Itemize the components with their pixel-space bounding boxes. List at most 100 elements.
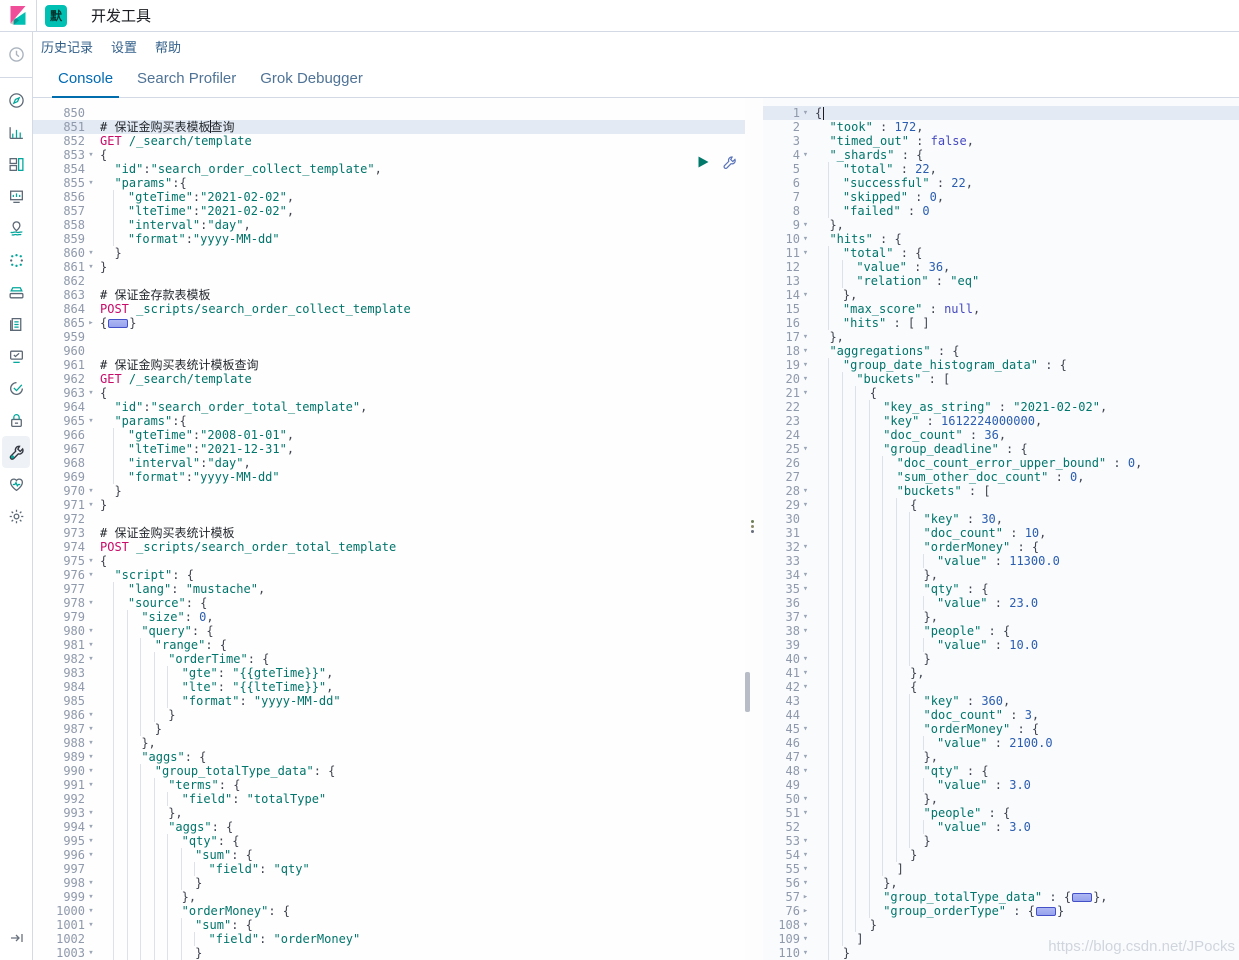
fold-toggle-icon[interactable]: ▾: [802, 360, 809, 370]
fold-toggle-icon[interactable]: ▾: [88, 948, 94, 958]
request-line[interactable]: 991▾ "terms": {: [33, 778, 745, 792]
fold-toggle-icon[interactable]: ▾: [802, 920, 809, 930]
response-viewer[interactable]: 1▾{2 "took" : 172,3 "timed_out" : false,…: [763, 98, 1239, 960]
response-line[interactable]: 16 "hits" : [ ]: [763, 316, 1239, 330]
sidebar-item-dev-tools[interactable]: [2, 436, 30, 468]
request-line[interactable]: 975▾{: [33, 554, 745, 568]
response-line[interactable]: 51▾ "people" : {: [763, 806, 1239, 820]
fold-toggle-icon[interactable]: ▾: [802, 220, 809, 230]
fold-toggle-icon[interactable]: ▾: [802, 374, 809, 384]
response-line[interactable]: 34▾ },: [763, 568, 1239, 582]
kibana-logo[interactable]: [0, 0, 37, 32]
fold-toggle-icon[interactable]: ▾: [88, 920, 94, 930]
response-line[interactable]: 53▾ }: [763, 834, 1239, 848]
request-line[interactable]: 987▾ }: [33, 722, 745, 736]
request-line[interactable]: 961# 保证金购买表统计模板查询: [33, 358, 745, 372]
fold-toggle-icon[interactable]: ▾: [802, 570, 809, 580]
response-line[interactable]: 19▾ "group_date_histogram_data" : {: [763, 358, 1239, 372]
sidebar-item-metrics[interactable]: [2, 276, 30, 308]
response-line[interactable]: 44 "doc_count" : 3,: [763, 708, 1239, 722]
fold-toggle-icon[interactable]: ▾: [802, 654, 809, 664]
response-line[interactable]: 52 "value" : 3.0: [763, 820, 1239, 834]
request-line[interactable]: 965▾ "params":{: [33, 414, 745, 428]
request-options-wrench-icon[interactable]: [722, 155, 737, 170]
sidebar-item-maps[interactable]: [2, 212, 30, 244]
request-line[interactable]: 861▾}: [33, 260, 745, 274]
sidebar-item-management[interactable]: [2, 500, 30, 532]
request-line[interactable]: 977 "lang": "mustache",: [33, 582, 745, 596]
fold-toggle-icon[interactable]: ▾: [88, 262, 94, 272]
sidebar-item-apm[interactable]: [2, 340, 30, 372]
fold-toggle-icon[interactable]: ▾: [88, 752, 94, 762]
request-line[interactable]: 978▾ "source": {: [33, 596, 745, 610]
request-line[interactable]: 850: [33, 106, 745, 120]
response-line[interactable]: 4▾ "_shards" : {: [763, 148, 1239, 162]
response-line[interactable]: 32▾ "orderMoney" : {: [763, 540, 1239, 554]
fold-toggle-icon[interactable]: ▾: [88, 724, 94, 734]
request-line[interactable]: 983 "gte": "{{gteTime}}",: [33, 666, 745, 680]
request-line[interactable]: 853▾{: [33, 148, 745, 162]
menu-item-help[interactable]: 帮助: [155, 39, 182, 55]
fold-toggle-icon[interactable]: ▾: [802, 948, 809, 958]
response-line[interactable]: 56▾ },: [763, 876, 1239, 890]
request-line[interactable]: 855▾ "params":{: [33, 176, 745, 190]
response-line[interactable]: 42▾ {: [763, 680, 1239, 694]
fold-toggle-icon[interactable]: ▾: [88, 500, 94, 510]
fold-toggle-icon[interactable]: ▾: [802, 668, 809, 678]
fold-toggle-icon[interactable]: ▾: [88, 836, 94, 846]
fold-toggle-icon[interactable]: ▾: [88, 710, 94, 720]
response-line[interactable]: 41▾ },: [763, 666, 1239, 680]
request-line[interactable]: 995▾ "qty": {: [33, 834, 745, 848]
request-line[interactable]: 1000▾ "orderMoney": {: [33, 904, 745, 918]
response-line[interactable]: 49 "value" : 3.0: [763, 778, 1239, 792]
fold-toggle-icon[interactable]: ▸: [802, 892, 809, 902]
fold-toggle-icon[interactable]: ▾: [802, 794, 809, 804]
sidebar-collapse-button[interactable]: [3, 922, 31, 954]
response-line[interactable]: 5 "total" : 22,: [763, 162, 1239, 176]
space-avatar[interactable]: 默: [45, 4, 67, 27]
request-line[interactable]: 992 "field": "totalType": [33, 792, 745, 806]
request-line[interactable]: 979 "size": 0,: [33, 610, 745, 624]
fold-toggle-icon[interactable]: ▾: [88, 640, 94, 650]
request-line[interactable]: 973# 保证金购买表统计模板: [33, 526, 745, 540]
fold-toggle-icon[interactable]: ▾: [88, 388, 94, 398]
fold-toggle-icon[interactable]: ▾: [88, 150, 94, 160]
fold-toggle-icon[interactable]: ▾: [802, 486, 809, 496]
response-line[interactable]: 25▾ "group_deadline" : {: [763, 442, 1239, 456]
tab-grok-debugger[interactable]: Grok Debugger: [260, 70, 363, 87]
request-line[interactable]: 854 "id":"search_order_collect_template"…: [33, 162, 745, 176]
fold-toggle-icon[interactable]: ▾: [88, 598, 94, 608]
request-line[interactable]: 865▸{}: [33, 316, 745, 330]
response-line[interactable]: 7 "skipped" : 0,: [763, 190, 1239, 204]
sidebar-item-dashboard[interactable]: [2, 148, 30, 180]
response-line[interactable]: 1▾{: [763, 106, 1239, 120]
request-line[interactable]: 857 "lteTime":"2021-02-02",: [33, 204, 745, 218]
response-line[interactable]: 18▾ "aggregations" : {: [763, 344, 1239, 358]
fold-toggle-icon[interactable]: ▾: [802, 150, 809, 160]
response-line[interactable]: 27 "sum_other_doc_count" : 0,: [763, 470, 1239, 484]
request-line[interactable]: 859 "format":"yyyy-MM-dd": [33, 232, 745, 246]
response-line[interactable]: 3 "timed_out" : false,: [763, 134, 1239, 148]
tab-console[interactable]: Console: [46, 62, 125, 98]
fold-toggle-icon[interactable]: ▾: [802, 584, 809, 594]
request-line[interactable]: 863# 保证金存款表模板: [33, 288, 745, 302]
resizer-grip-icon[interactable]: [751, 518, 754, 535]
fold-toggle-icon[interactable]: ▾: [88, 416, 94, 426]
response-line[interactable]: 48▾ "qty" : {: [763, 764, 1239, 778]
response-line[interactable]: 55▾ ]: [763, 862, 1239, 876]
response-line[interactable]: 26 "doc_count_error_upper_bound" : 0,: [763, 456, 1239, 470]
request-line[interactable]: 989▾ "aggs": {: [33, 750, 745, 764]
pane-resizer[interactable]: [745, 98, 763, 960]
request-line[interactable]: 856 "gteTime":"2021-02-02",: [33, 190, 745, 204]
response-line[interactable]: 31 "doc_count" : 10,: [763, 526, 1239, 540]
sidebar-item-recently-viewed[interactable]: [2, 39, 30, 71]
request-line[interactable]: 996▾ "sum": {: [33, 848, 745, 862]
menu-item-history[interactable]: 历史记录: [41, 39, 94, 55]
fold-toggle-icon[interactable]: ▾: [802, 808, 809, 818]
response-line[interactable]: 54▾ }: [763, 848, 1239, 862]
request-line[interactable]: 858 "interval":"day",: [33, 218, 745, 232]
response-line[interactable]: 21▾ {: [763, 386, 1239, 400]
response-line[interactable]: 46 "value" : 2100.0: [763, 736, 1239, 750]
